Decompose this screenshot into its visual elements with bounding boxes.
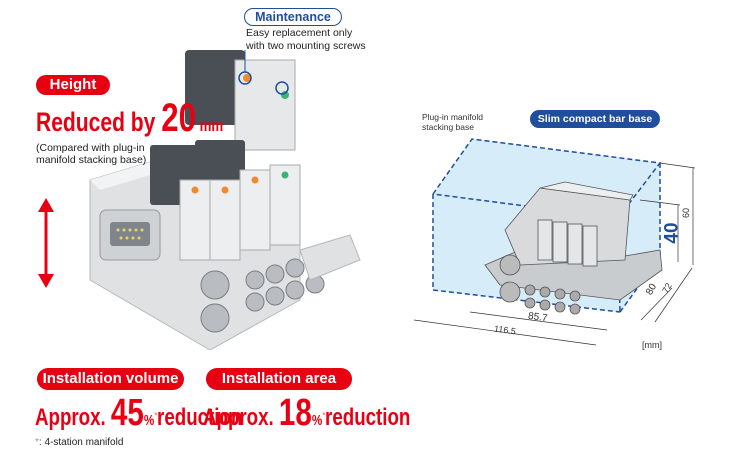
volume-reduction: Approx. 45%*reduction [35, 392, 301, 434]
height-note-1: (Compared with plug-in [36, 142, 145, 154]
height-reduction-headline: Reduced by 20 mm [36, 96, 276, 140]
maintenance-desc-1: Easy replacement only [246, 27, 353, 39]
installation-volume-badge: Installation volume [37, 368, 184, 390]
plugin-base-label-2: stacking base [422, 122, 474, 132]
maintenance-badge: Maintenance [244, 8, 342, 26]
volume-value: 45 [110, 392, 144, 434]
plugin-base-label: Plug-in manifold stacking base [422, 112, 483, 132]
plugin-base-label-1: Plug-in manifold [422, 112, 483, 122]
installation-area-badge: Installation area [206, 368, 352, 390]
area-value: 18 [278, 392, 312, 434]
dimension-lines [413, 162, 696, 346]
reduced-value: 20 [161, 96, 196, 140]
reduced-unit: mm [195, 116, 224, 135]
slim-compact-bar-base-badge: Slim compact bar base [530, 110, 660, 128]
footnote: *: 4-station manifold [35, 437, 123, 448]
area-prefix: Approx. [203, 404, 279, 431]
area-suffix: reduction [325, 404, 411, 431]
height-arrow-icon [38, 198, 54, 288]
volume-footnote-mark: * [154, 410, 158, 421]
area-footnote-mark: * [322, 410, 326, 421]
dim-height-new: 40 [661, 222, 683, 244]
height-badge: Height [36, 75, 110, 95]
reduced-prefix: Reduced by [36, 107, 162, 137]
detached-valve [185, 50, 296, 151]
dim-height-old: 60 [681, 207, 692, 219]
area-reduction: Approx. 18%*reduction [203, 392, 469, 434]
area-unit: % [311, 412, 323, 429]
footnote-text: : 4-station manifold [38, 437, 124, 448]
footnote-mark: * [35, 437, 39, 448]
volume-prefix: Approx. [35, 404, 111, 431]
slim-bar-base-illustration [484, 181, 663, 315]
volume-unit: % [143, 412, 155, 429]
volume-suffix: reduction [157, 404, 243, 431]
mounted-valves [150, 140, 301, 261]
unit-label: [mm] [642, 340, 662, 350]
height-note-2: manifold stacking base) [36, 154, 147, 166]
maintenance-desc-2: with two mounting screws [246, 40, 366, 52]
manifold-product-illustration [89, 50, 361, 350]
